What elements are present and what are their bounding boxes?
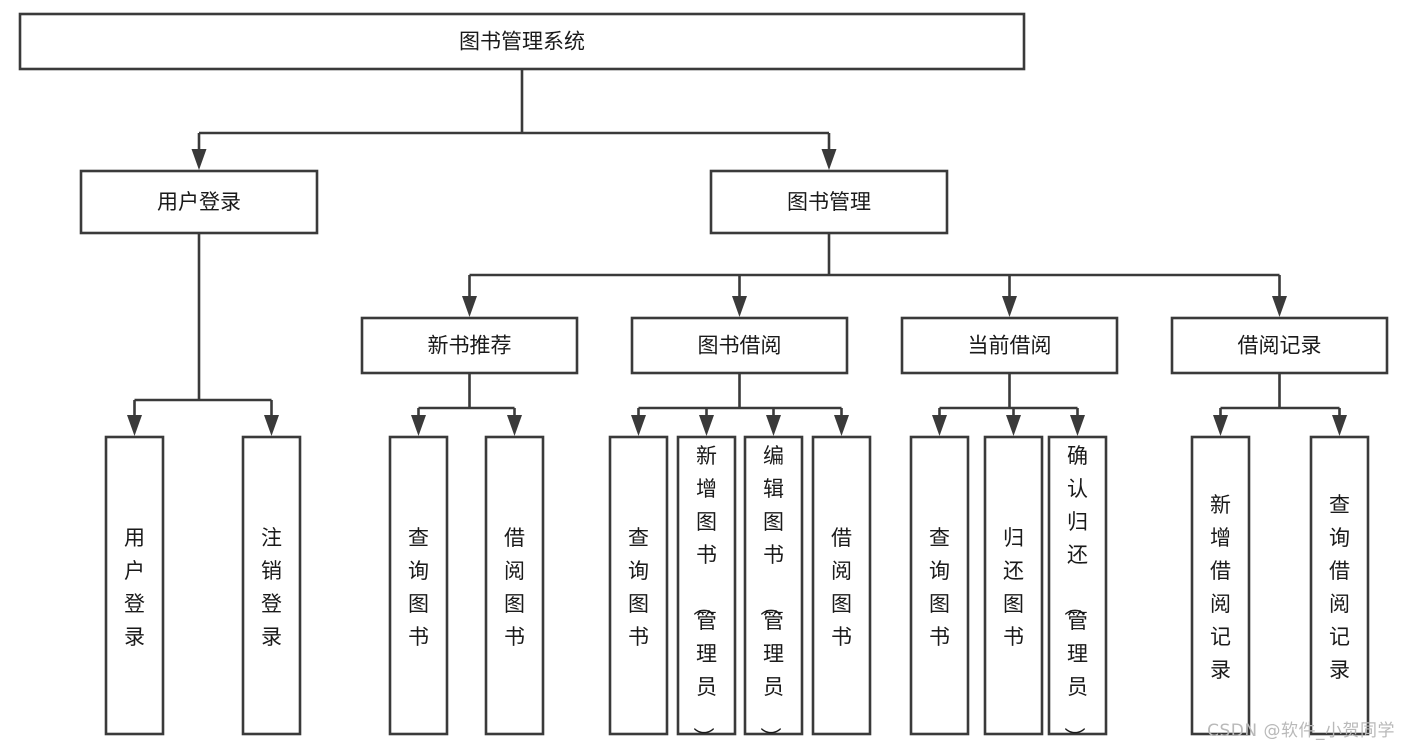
node-leaf-return-book[interactable]: 归还图书 xyxy=(983,435,1044,736)
node-leaf-user-login[interactable]: 用户登录 xyxy=(104,435,165,736)
node-box xyxy=(811,435,872,736)
arrow-head-icon xyxy=(1002,296,1017,317)
node-leaf-add-book[interactable]: 新增图书（管理员） xyxy=(676,435,737,747)
node-label: 图书管理系统 xyxy=(459,30,585,54)
node-label: 新增借阅记录 xyxy=(1210,493,1231,682)
arrow-head-icon xyxy=(264,415,279,436)
node-leaf-query-book-2[interactable]: 查询图书 xyxy=(608,435,669,736)
node-leaf-borrow-book-2[interactable]: 借阅图书 xyxy=(811,435,872,736)
arrow-head-icon xyxy=(766,415,781,436)
node-box xyxy=(388,435,449,736)
node-box xyxy=(709,169,949,235)
node-box xyxy=(1309,435,1370,736)
node-box xyxy=(484,435,545,736)
node-label: 用户登录 xyxy=(124,526,145,649)
node-label: 查询图书 xyxy=(408,526,429,649)
node-box xyxy=(630,316,849,375)
arrow-head-icon xyxy=(821,149,837,170)
node-label: 借阅记录 xyxy=(1238,334,1322,358)
arrow-head-icon xyxy=(1272,296,1287,317)
arrow-head-icon xyxy=(699,415,714,436)
arrow-head-icon xyxy=(834,415,849,436)
arrow-head-icon xyxy=(1332,415,1347,436)
node-label: 查询图书 xyxy=(628,526,649,649)
node-leaf-query-book-3[interactable]: 查询图书 xyxy=(909,435,970,736)
node-box xyxy=(909,435,970,736)
node-box xyxy=(983,435,1044,736)
node-leaf-borrow-book-1[interactable]: 借阅图书 xyxy=(484,435,545,736)
node-label: 当前借阅 xyxy=(968,334,1052,358)
arrow-head-icon xyxy=(507,415,522,436)
node-leaf-logout[interactable]: 注销登录 xyxy=(241,435,302,736)
node-label: 归还图书 xyxy=(1003,526,1024,649)
node-label: 借阅图书 xyxy=(831,526,852,649)
node-label: 查询图书 xyxy=(929,526,950,649)
node-box xyxy=(1047,435,1108,736)
node-leaf-query-record[interactable]: 查询借阅记录 xyxy=(1309,435,1370,736)
arrow-head-icon xyxy=(1070,415,1085,436)
watermark-text: CSDN @软件_小贺同学 xyxy=(1207,721,1395,741)
node-box xyxy=(900,316,1119,375)
node-leaf-confirm-return[interactable]: 确认归还（管理员） xyxy=(1047,435,1108,747)
node-current-borrow[interactable]: 当前借阅 xyxy=(900,316,1119,375)
node-box xyxy=(241,435,302,736)
arrow-head-icon xyxy=(191,149,207,170)
node-label: 用户登录 xyxy=(157,190,241,214)
arrow-head-icon xyxy=(932,415,947,436)
node-box xyxy=(676,435,737,736)
node-root[interactable]: 图书管理系统 xyxy=(18,12,1026,71)
node-label: 查询借阅记录 xyxy=(1329,493,1350,682)
node-book-management[interactable]: 图书管理 xyxy=(709,169,949,235)
arrow-head-icon xyxy=(462,296,477,317)
node-label: 图书管理 xyxy=(787,190,871,214)
node-leaf-edit-book[interactable]: 编辑图书（管理员） xyxy=(743,435,804,747)
arrow-head-icon xyxy=(411,415,426,436)
node-box xyxy=(1190,435,1251,736)
node-box xyxy=(18,12,1026,71)
node-box xyxy=(79,169,319,235)
node-user-login[interactable]: 用户登录 xyxy=(79,169,319,235)
node-leaf-query-book-1[interactable]: 查询图书 xyxy=(388,435,449,736)
node-box xyxy=(104,435,165,736)
arrow-head-icon xyxy=(127,415,142,436)
node-label: 图书借阅 xyxy=(698,334,782,358)
node-label: 注销登录 xyxy=(261,526,282,649)
node-box xyxy=(743,435,804,736)
node-box xyxy=(360,316,579,375)
arrow-head-icon xyxy=(732,296,747,317)
node-book-borrow[interactable]: 图书借阅 xyxy=(630,316,849,375)
arrow-head-icon xyxy=(1213,415,1228,436)
node-box xyxy=(1170,316,1389,375)
arrow-head-icon xyxy=(631,415,646,436)
node-label: 新书推荐 xyxy=(428,334,512,358)
node-label: 确认归还（管理员） xyxy=(1062,444,1088,747)
edge-layer xyxy=(127,69,1347,436)
node-layer: 图书管理系统用户登录图书管理新书推荐图书借阅当前借阅借阅记录用户登录注销登录查询… xyxy=(18,12,1389,747)
arrow-head-icon xyxy=(1006,415,1021,436)
node-leaf-add-record[interactable]: 新增借阅记录 xyxy=(1190,435,1251,736)
node-new-book-recommend[interactable]: 新书推荐 xyxy=(360,316,579,375)
node-label: 编辑图书（管理员） xyxy=(758,444,784,747)
node-label: 新增图书（管理员） xyxy=(691,444,717,747)
node-label: 借阅图书 xyxy=(504,526,525,649)
node-borrow-records[interactable]: 借阅记录 xyxy=(1170,316,1389,375)
node-box xyxy=(608,435,669,736)
